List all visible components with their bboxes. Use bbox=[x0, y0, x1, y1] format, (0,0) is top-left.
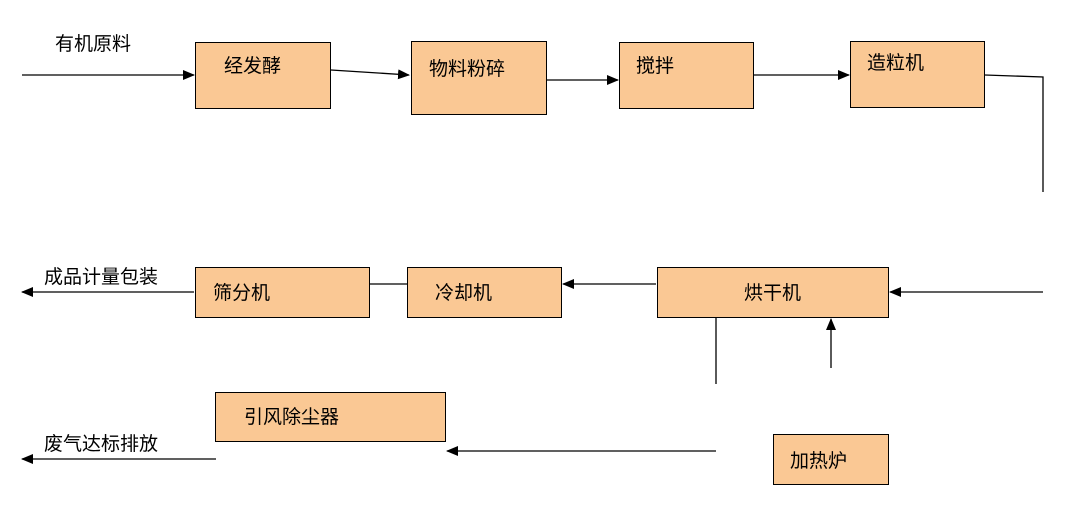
heating-furnace-label: 加热炉 bbox=[790, 450, 848, 472]
product-output-label: 成品计量包装 bbox=[44, 266, 159, 288]
granulator-box: 造粒机 bbox=[850, 41, 985, 108]
crushing-box: 物料粉碎 bbox=[411, 41, 547, 115]
cooler-box: 冷却机 bbox=[407, 267, 562, 318]
mixing-label: 搅拌 bbox=[636, 55, 675, 77]
cooler-label: 冷却机 bbox=[435, 282, 493, 304]
granulator-label: 造粒机 bbox=[867, 52, 925, 74]
screener-label: 筛分机 bbox=[213, 282, 271, 304]
mixing-box: 搅拌 bbox=[619, 42, 754, 109]
fermentation-box: 经发酵 bbox=[195, 42, 331, 109]
arrow-fermentation-to-crushing bbox=[330, 69, 410, 80]
crushing-label: 物料粉碎 bbox=[429, 58, 506, 80]
exhaust-output-label: 废气达标排放 bbox=[44, 433, 159, 455]
fermentation-label: 经发酵 bbox=[224, 55, 282, 77]
dryer-label: 烘干机 bbox=[744, 282, 802, 304]
dust-collector-label: 引风除尘器 bbox=[244, 406, 340, 428]
dryer-box: 烘干机 bbox=[657, 267, 889, 318]
screener-box: 筛分机 bbox=[195, 267, 370, 318]
input-material-label: 有机原料 bbox=[55, 33, 132, 55]
heating-furnace-box: 加热炉 bbox=[773, 434, 889, 485]
line-granulator-outflow bbox=[984, 74, 1044, 192]
dust-collector-box: 引风除尘器 bbox=[215, 392, 446, 442]
